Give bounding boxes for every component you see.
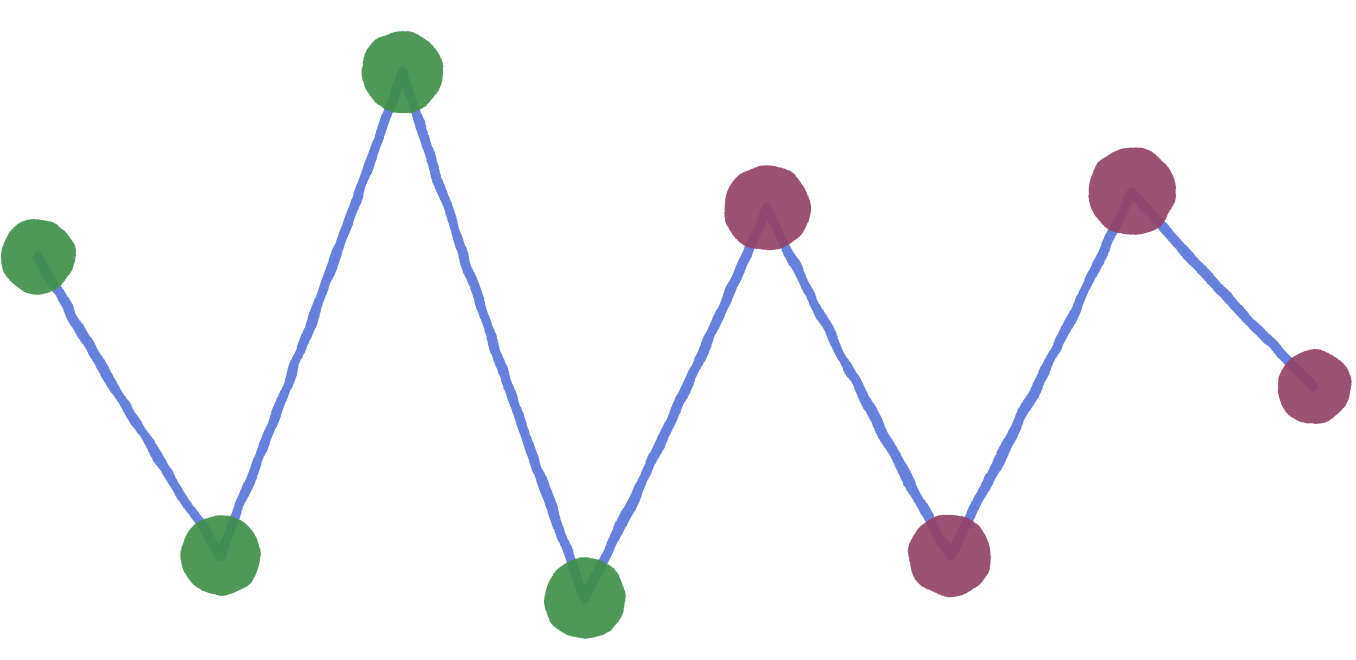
series-line	[33, 67, 1319, 604]
data-point	[1087, 147, 1176, 236]
data-point	[543, 557, 626, 640]
data-points-layer	[1, 31, 1351, 640]
data-point	[1277, 350, 1351, 424]
series-line-layer	[33, 67, 1319, 604]
data-point	[1, 219, 75, 294]
data-point	[180, 515, 261, 596]
data-point	[724, 164, 811, 251]
data-point	[908, 514, 991, 597]
data-point	[361, 31, 444, 114]
